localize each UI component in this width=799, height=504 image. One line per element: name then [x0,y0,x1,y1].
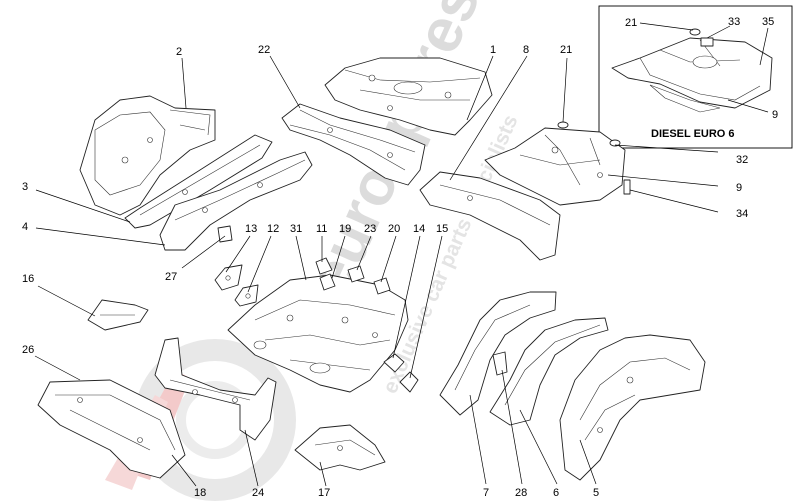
part-22-cross-member [281,103,426,186]
callout-16: 16 [22,273,34,285]
part-23-clip [347,265,365,283]
callout-6: 6 [553,487,559,499]
inset-label: DIESEL EURO 6 [651,128,735,140]
callout-27: 27 [165,271,177,283]
part-4-longitudinal [159,151,313,251]
diesel-inset-box [598,5,793,149]
callout-15: 15 [436,223,448,235]
callout-28: 28 [515,487,527,499]
callout-2: 2 [176,46,182,58]
callout-19: 19 [339,223,351,235]
part-2-wheelhouse [79,95,216,216]
part-35-inset-floor-panel [611,37,773,113]
part-28-arch-bracket [492,351,508,376]
callout-21-inset: 21 [625,17,637,29]
part-21-plug [557,121,569,129]
callout-33: 33 [728,16,740,28]
callout-32: 32 [736,154,748,166]
part-31-rear-floor [227,274,409,393]
callout-8: 8 [523,44,529,56]
part-11-clip [315,257,333,275]
callout-9-inset: 9 [772,109,778,121]
part-24-cross-bar [154,337,277,441]
part-6-arch-inner [489,317,609,426]
callout-23: 23 [364,223,376,235]
part-9-spare-wheel-tub [484,127,626,206]
part-17-bracket [294,424,386,471]
callout-17: 17 [318,487,330,499]
callout-14: 14 [413,223,425,235]
part-34-bolt [623,179,631,195]
callout-18: 18 [194,487,206,499]
part-26-rear-tray [37,379,186,479]
callout-21: 21 [560,44,572,56]
callout-26: 26 [22,344,34,356]
part-8-rear-rail [419,171,561,261]
callout-5: 5 [593,487,599,499]
part-16-bracket [87,299,149,331]
part-27-clip [217,225,233,243]
leader-lines [34,22,769,487]
callout-11: 11 [316,223,327,235]
callout-1: 1 [490,44,496,56]
callout-7: 7 [483,487,489,499]
callout-labels: 2 3 4 27 13 12 31 11 19 23 20 14 15 16 2… [22,16,778,499]
callout-31: 31 [290,223,302,235]
callout-34: 34 [736,208,748,220]
callout-9: 9 [736,182,742,194]
part-5-rear-wheelhouse [559,334,706,481]
callout-20: 20 [388,223,400,235]
part-19-clip [319,273,336,291]
part-14-bracket [383,353,405,373]
callout-3: 3 [22,181,28,193]
part-12-bracket [234,284,259,307]
part-3-inner-rail [124,134,273,229]
callout-35: 35 [762,16,774,28]
part-1-rear-shelf [324,57,493,136]
callout-24: 24 [252,487,264,499]
part-33-clip [700,37,714,47]
callout-4: 4 [22,221,28,233]
part-32-plug [609,139,621,147]
part-15-bracket [399,371,419,393]
callout-13: 13 [245,223,257,235]
part-21-plug-inset [689,28,701,36]
callout-12: 12 [267,223,279,235]
part-7-arch-outer [439,291,557,416]
part-13-bracket [214,264,243,291]
callout-22: 22 [258,44,270,56]
